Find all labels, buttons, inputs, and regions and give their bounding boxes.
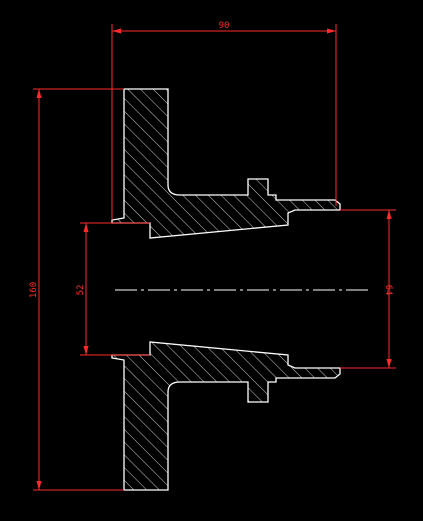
- arrow-outer-down: [386, 359, 392, 368]
- dimension-outer-diameter: 64: [340, 209, 396, 369]
- dimension-overall-height: 160: [29, 88, 124, 491]
- arrow-left: [112, 28, 121, 34]
- arrow-down: [36, 481, 42, 490]
- lower-cross-section: [111, 341, 341, 491]
- arrow-inner-down: [83, 346, 89, 355]
- dimension-inner-diameter: 52: [76, 222, 150, 356]
- upper-hatched-section: [111, 88, 341, 239]
- dim-label-outer-diameter: 64: [383, 285, 393, 296]
- lower-hatched-section: [111, 341, 341, 491]
- upper-cross-section: [111, 88, 341, 239]
- dimension-top-width: 90: [111, 21, 337, 220]
- dim-label-top-width: 90: [219, 21, 230, 31]
- arrow-right: [327, 28, 336, 34]
- arrow-inner-up: [83, 223, 89, 232]
- arrow-up: [36, 89, 42, 98]
- arrow-outer-up: [386, 210, 392, 219]
- dim-label-inner-diameter: 52: [76, 285, 86, 296]
- dim-label-overall-height: 160: [29, 282, 39, 298]
